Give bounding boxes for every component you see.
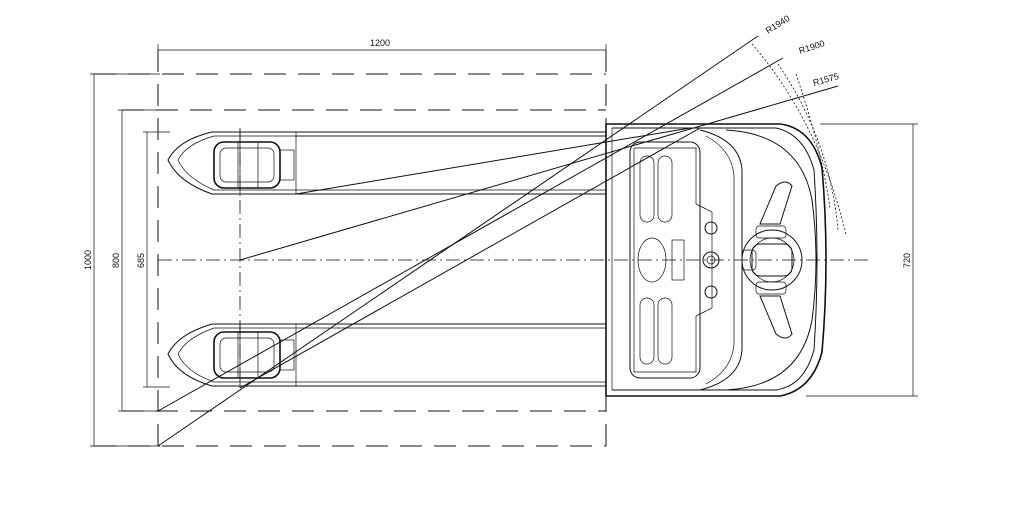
chassis <box>605 123 827 397</box>
dimension-1200: 1200 <box>157 38 607 56</box>
fork-lower <box>167 323 606 387</box>
dim-label-800: 800 <box>111 253 121 268</box>
turning-radius-arcs <box>751 43 847 235</box>
tiller-handle <box>741 181 803 339</box>
load-wheel-lower <box>213 331 295 379</box>
load-wheel-upper <box>213 141 295 189</box>
dim-label-1000: 1000 <box>83 250 93 270</box>
dimension-1000: 1000 <box>83 73 160 447</box>
dim-label-685: 685 <box>136 253 146 268</box>
indicator-icon <box>704 221 718 235</box>
battery-cover <box>629 141 713 379</box>
dim-label-720: 720 <box>902 253 912 268</box>
pallet-envelope-dashed <box>94 50 607 447</box>
control-panel <box>702 221 720 299</box>
dim-label-1200: 1200 <box>370 38 390 48</box>
dimension-720: 720 <box>806 123 918 397</box>
radius-label-r1900: R1900 <box>798 38 826 56</box>
turning-radius-lines <box>157 35 839 447</box>
key-switch-icon <box>702 251 720 269</box>
emergency-stop-icon <box>704 285 718 299</box>
dimension-685: 685 <box>136 131 170 388</box>
dimension-800: 800 <box>111 109 160 412</box>
radius-label-r1940: R1940 <box>764 13 792 36</box>
radius-label-r1575: R1575 <box>812 71 840 88</box>
